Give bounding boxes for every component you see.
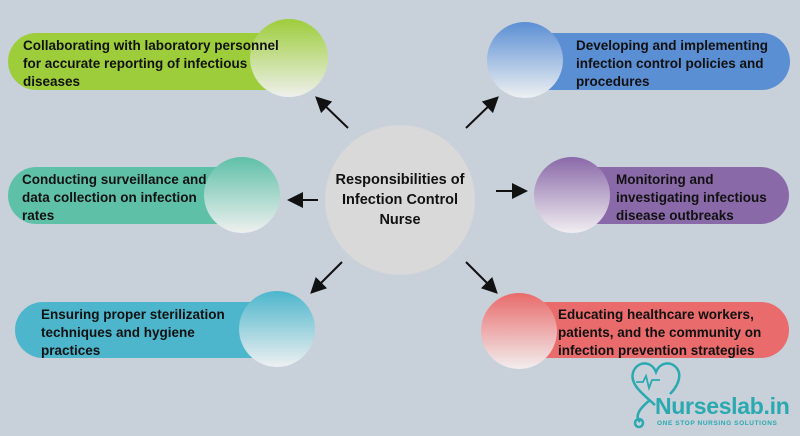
circle-2	[239, 291, 315, 367]
pill-1	[8, 167, 248, 224]
arrow-5	[465, 261, 498, 294]
pill-3	[510, 33, 790, 90]
pill-4	[565, 167, 789, 224]
pill-5	[510, 302, 789, 358]
center-title: Responsibilities of Infection Control Nu…	[335, 172, 465, 228]
pill-0	[8, 33, 298, 90]
item-text-3: Developing and implementing infection co…	[576, 38, 769, 89]
logo-tagline: ONE STOP NURSING SOLUTIONS	[657, 420, 778, 427]
arrow-2	[310, 261, 343, 294]
arrow-3	[465, 96, 499, 129]
item-text-1: Conducting surveillance and data collect…	[22, 172, 207, 223]
circle-4	[534, 157, 610, 233]
circle-0	[250, 19, 328, 97]
logo-heart-stethoscope-icon	[631, 362, 681, 429]
item-text-4: Monitoring and investigating infectious …	[616, 172, 767, 223]
circle-1	[204, 157, 280, 233]
center-circle	[325, 125, 475, 275]
circle-5	[481, 293, 557, 369]
item-text-2: Ensuring proper sterilization techniques…	[41, 307, 225, 358]
circle-3	[487, 22, 563, 98]
arrow-0	[315, 96, 349, 129]
logo-name: Nurseslab.in	[655, 393, 790, 419]
item-text-5: Educating healthcare workers, patients, …	[558, 307, 762, 358]
item-text-0: Collaborating with laboratory personnel …	[23, 38, 279, 89]
pill-2	[15, 302, 285, 358]
